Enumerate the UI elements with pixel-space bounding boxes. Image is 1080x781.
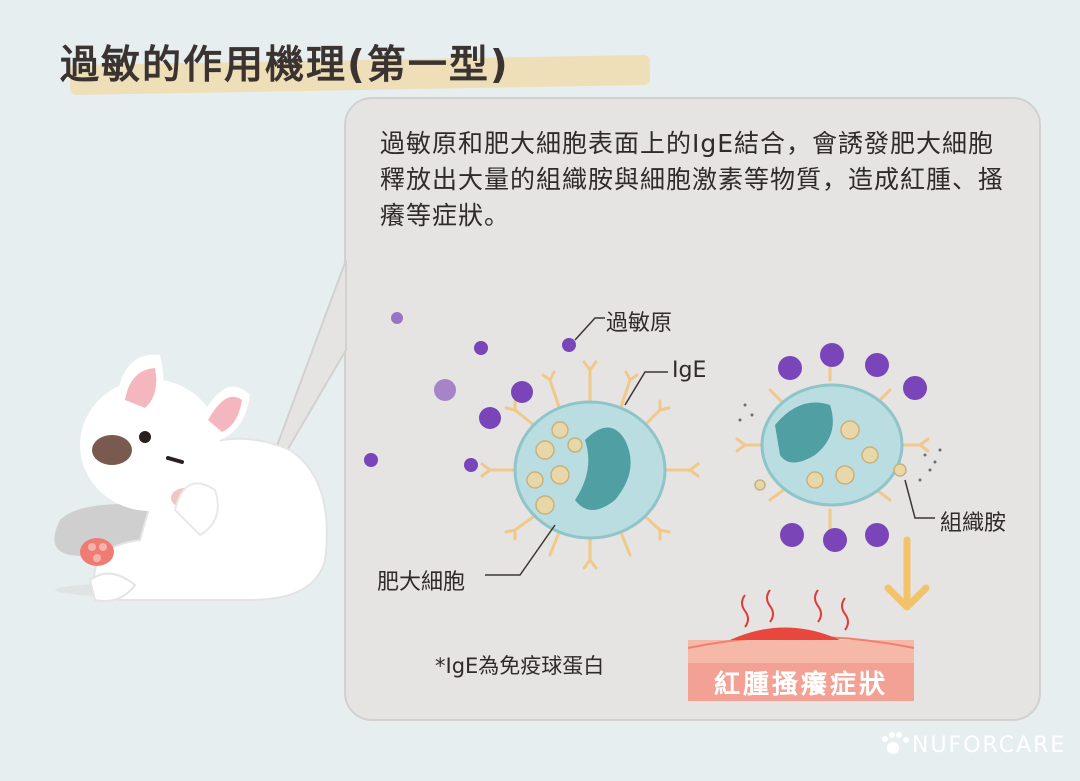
- free-allergens: [364, 312, 576, 472]
- paw-icon: [882, 732, 909, 754]
- mast-cell-right: [735, 343, 942, 552]
- label-allergen: 過敏原: [606, 311, 673, 336]
- mast-cell-left: [479, 360, 700, 570]
- symptom-label: 紅腫搔癢症狀: [688, 663, 914, 701]
- label-ige: IgE: [672, 358, 707, 383]
- brand-logo: NUFORCARE: [912, 733, 1067, 758]
- speech-panel: [344, 97, 1041, 721]
- label-histamine: 組織胺: [940, 511, 1007, 536]
- title-block: 過敏的作用機理(第一型): [60, 34, 651, 96]
- down-arrow: [884, 536, 930, 611]
- description-text: 過敏原和肥大細胞表面上的IgE結合，會誘發肥大細胞釋放出大量的組織胺與細胞激素等…: [380, 129, 1005, 230]
- leader-lines: [485, 317, 935, 576]
- page-title: 過敏的作用機理(第一型): [60, 43, 510, 88]
- speech-tail: [254, 259, 347, 506]
- footnote: *IgE為免疫球蛋白: [435, 654, 605, 678]
- label-mast-cell: 肥大細胞: [377, 570, 466, 595]
- dog-illustration: [54, 354, 328, 602]
- inflamed-skin: [687, 589, 915, 670]
